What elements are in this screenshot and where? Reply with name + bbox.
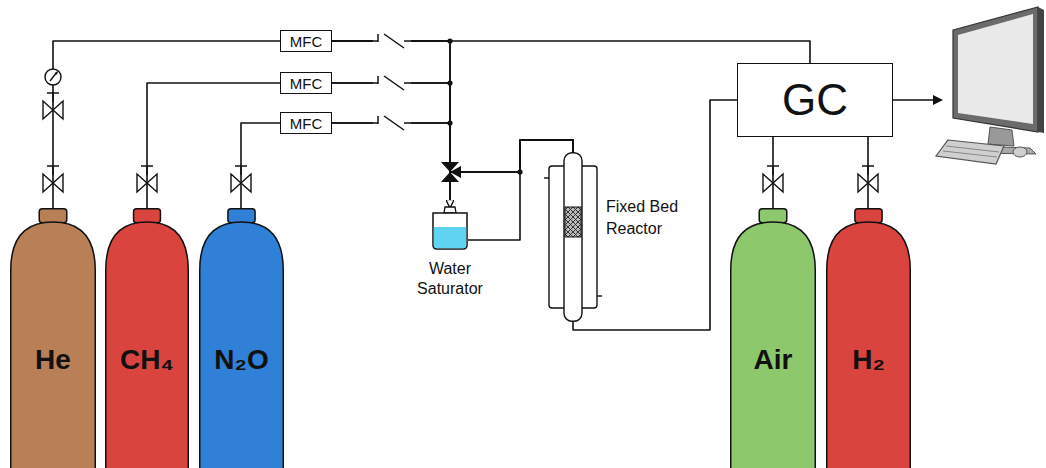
junction-dot — [447, 120, 452, 125]
pipe-line — [332, 123, 450, 207]
valve-symbol — [137, 166, 157, 192]
cylinder-outline — [105, 208, 189, 468]
gc-box: GC — [737, 63, 893, 137]
gc-label: GC — [782, 75, 848, 125]
gas-cylinder: H₂ — [826, 208, 911, 468]
mfc-box: MFC — [280, 72, 332, 94]
three-way-valve — [441, 162, 461, 182]
pressure-gauge — [45, 69, 61, 85]
gas-label: H₂ — [826, 344, 911, 376]
pipe-line — [772, 137, 774, 208]
mfc-label: MFC — [290, 115, 323, 132]
gas-label: N₂O — [199, 344, 284, 376]
cylinder-outline — [826, 208, 911, 468]
cylinder-outline — [730, 208, 816, 468]
gas-cylinder: N₂O — [199, 208, 284, 468]
saturator-outline — [432, 207, 468, 250]
gas-cylinder: He — [10, 208, 96, 468]
cylinder-outline — [10, 208, 96, 468]
gas-cylinder: Air — [730, 208, 816, 468]
pipe-line — [867, 137, 869, 208]
junction-dot — [517, 169, 522, 174]
saturator-label: Water Saturator — [400, 259, 500, 299]
check-valve — [373, 34, 411, 48]
pipe-line — [332, 123, 573, 172]
gas-cylinder: CH₄ — [105, 208, 189, 468]
fixed-bed-reactor: Fixed Bed Reactor — [548, 152, 598, 322]
pipe-line — [332, 41, 573, 172]
valve-symbol — [43, 166, 63, 192]
valve-symbol — [231, 166, 251, 192]
gas-label: Air — [730, 344, 816, 376]
pipe-line — [332, 83, 573, 172]
pipe-line — [53, 41, 280, 208]
cylinder-outline — [199, 208, 284, 468]
pipe-line — [332, 41, 450, 207]
reactor-label: Fixed Bed Reactor — [606, 196, 696, 240]
pipe-line — [147, 83, 280, 208]
gas-label: CH₄ — [105, 344, 189, 376]
junction-dot — [447, 80, 452, 85]
computer-icon — [936, 7, 1044, 164]
check-valve — [373, 76, 411, 90]
reactor-outline — [548, 152, 598, 322]
check-valve — [373, 116, 411, 130]
mfc-box: MFC — [280, 112, 332, 134]
pipe-line — [332, 83, 450, 207]
mfc-label: MFC — [290, 33, 323, 50]
mfc-label: MFC — [290, 75, 323, 92]
valve-symbol — [43, 93, 63, 119]
mfc-box: MFC — [280, 30, 332, 52]
junction-dot — [447, 38, 452, 43]
output-arrow — [893, 95, 943, 105]
pipe-line — [332, 41, 810, 63]
water-saturator: Water Saturator — [432, 207, 468, 250]
gas-label: He — [10, 344, 96, 376]
valve-symbol — [858, 166, 878, 192]
valve-symbol — [763, 166, 783, 192]
